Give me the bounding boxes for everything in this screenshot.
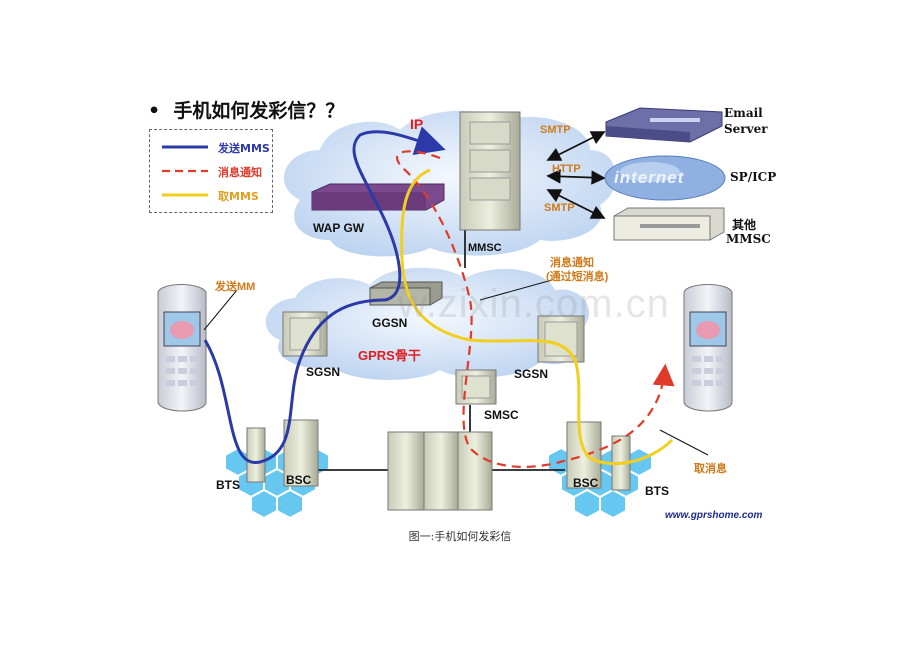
ip-label: IP xyxy=(410,116,424,132)
mmsc-server-icon xyxy=(459,111,521,231)
legend-item-fetch-mms: 取MMS xyxy=(162,190,259,203)
sp-icp-label: SP/ICP xyxy=(730,170,777,184)
smsc-server-icon xyxy=(455,369,497,405)
fetch-message-annotation: 取消息 xyxy=(694,463,727,475)
http-label: HTTP xyxy=(552,163,581,175)
mmsc-external-arrows xyxy=(546,131,606,219)
bsc-right-label: BSC xyxy=(573,476,599,490)
internet-globe-icon xyxy=(604,155,726,201)
sgsn-right-label: SGSN xyxy=(514,367,549,381)
send-mm-annotation: 发送MM xyxy=(215,281,256,293)
smsc-label: SMSC xyxy=(484,408,519,422)
other-mmsc-label-1: 其他 xyxy=(732,218,757,232)
bsc-left-label: BSC xyxy=(286,473,312,487)
bts-left-label: BTS xyxy=(216,478,240,492)
smtp-top-label: SMTP xyxy=(540,124,571,136)
sender-phone-icon xyxy=(157,284,207,412)
network-links xyxy=(318,230,565,471)
figure-caption: 图一:手机如何发彩信 xyxy=(408,530,512,543)
mmsc-label: MMSC xyxy=(468,242,502,254)
left-bts-bsc-icon xyxy=(246,419,319,487)
internet-label: internet xyxy=(614,168,685,187)
email-server-label-2: Server xyxy=(724,122,768,136)
smtp-bottom-label: SMTP xyxy=(544,202,575,214)
annotation-pointers xyxy=(203,279,709,456)
legend: 发送MMS 消息通知 取MMS xyxy=(149,129,273,213)
fetch-mms-path xyxy=(400,168,674,466)
sgsn-left-label: SGSN xyxy=(306,365,341,379)
ggsn-label: GGSN xyxy=(372,316,408,330)
bts-right-label: BTS xyxy=(645,484,669,498)
receiver-phone-icon xyxy=(683,284,733,412)
core-switch-cabinets-icon xyxy=(387,431,493,511)
watermark: w.zixin.com.cn xyxy=(398,282,670,326)
wap-gateway-icon xyxy=(311,183,445,211)
other-mmsc-label-2: MMSC xyxy=(726,232,771,246)
legend-item-notification: 消息通知 xyxy=(162,166,262,179)
notification-annotation-2: (通过短消息) xyxy=(546,271,609,283)
other-mmsc-server-icon xyxy=(613,207,725,241)
gprs-backbone-label: GPRS骨干 xyxy=(358,348,421,363)
page-heading: • 手机如何发彩信？？ xyxy=(148,100,345,122)
sgsn-left-server-icon xyxy=(282,311,328,357)
send-mms-path xyxy=(203,126,446,464)
email-server-label-1: Email xyxy=(724,106,763,120)
sgsn-right-server-icon xyxy=(537,315,585,363)
bullet-icon: • xyxy=(148,100,174,122)
legend-item-send-mms: 发送MMS xyxy=(162,142,270,155)
email-server-icon xyxy=(605,107,723,143)
wap-gw-label: WAP GW xyxy=(313,221,365,235)
gprs-backbone-cloud xyxy=(265,267,590,380)
website-label: www.gprshome.com xyxy=(665,510,763,521)
core-network-cloud xyxy=(283,110,617,257)
notification-annotation-1: 消息通知 xyxy=(550,257,594,269)
